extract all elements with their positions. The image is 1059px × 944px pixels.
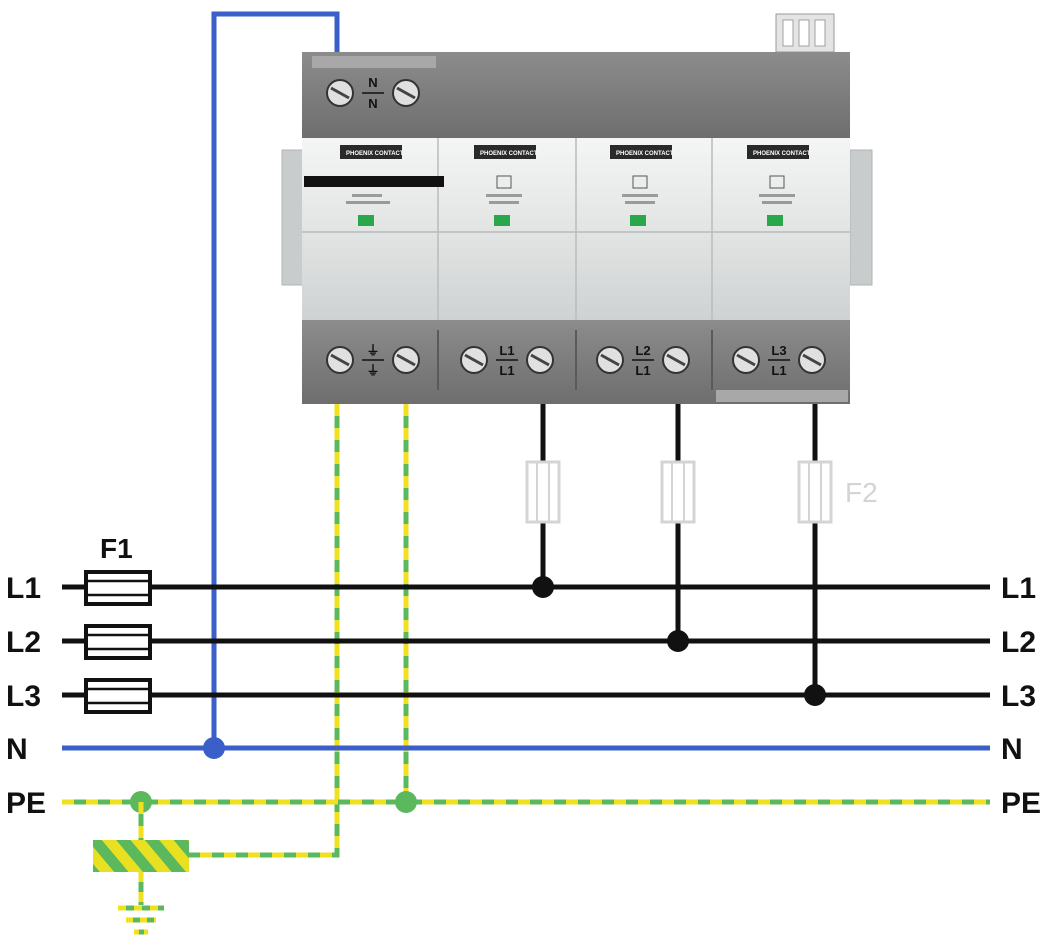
rail-label-left-l3: L3 — [6, 680, 41, 713]
terminal-label-top: L2 — [635, 343, 650, 358]
brand-logo — [474, 145, 536, 159]
terminal-l1[interactable]: L1 L1 — [460, 343, 554, 378]
terminal-label-bottom: L1 — [499, 363, 514, 378]
din-clip-right — [849, 149, 873, 286]
rail-label-left-l1: L1 — [6, 572, 41, 605]
rail-label-right-pe: PE — [1001, 787, 1041, 820]
terminal-label-bottom: ⏚ — [366, 363, 379, 378]
terminal-label-top: ⏚ — [366, 343, 379, 358]
rail-label-right-l3: L3 — [1001, 680, 1036, 713]
remote-signal-connector — [775, 13, 835, 53]
status-indicator — [630, 215, 646, 226]
din-clip-left — [281, 149, 305, 286]
terminal-label-bottom: L1 — [635, 363, 650, 378]
terminal-pe[interactable]: ⏚ ⏚ — [326, 343, 420, 378]
svg-text:PHOENIX CONTACT: PHOENIX CONTACT — [616, 151, 674, 157]
rail-label-right-l1: L1 — [1001, 572, 1036, 605]
rail-label-right-l2: L2 — [1001, 626, 1036, 659]
fuse-f2-label: F2 — [845, 477, 878, 508]
equipotential-bonding-bar — [93, 840, 189, 872]
fuse-f1-l1 — [84, 570, 152, 606]
terminal-label-top: N — [368, 75, 377, 90]
fuse-f1-label: F1 — [100, 533, 133, 564]
status-indicator — [767, 215, 783, 226]
pe-wire-1 — [188, 404, 340, 858]
terminal-label-top: L1 — [499, 343, 514, 358]
terminal-l2[interactable]: L2 L1 — [596, 343, 690, 378]
rail-label-right-n: N — [1001, 733, 1023, 766]
rail-label-left-pe: PE — [6, 787, 46, 820]
svg-text:PHOENIX CONTACT: PHOENIX CONTACT — [346, 151, 404, 157]
neutral-wire — [211, 11, 340, 748]
junction-l3 — [804, 684, 826, 706]
ground-icon — [118, 905, 164, 935]
rail-label-left-l2: L2 — [6, 626, 41, 659]
terminal-label-top: L3 — [771, 343, 786, 358]
fuse-f2-l3 — [797, 460, 833, 524]
brand-logo — [340, 145, 402, 159]
device-top-label-strip — [312, 56, 436, 68]
module-n-pe: PHOENIX CONTACT — [304, 145, 444, 226]
device-bottom-label-strip — [716, 390, 848, 402]
terminal-n[interactable]: N N — [326, 75, 420, 111]
module-l3: PHOENIX CONTACT — [747, 145, 811, 226]
rail-label-left-n: N — [6, 733, 28, 766]
module-l2: PHOENIX CONTACT — [610, 145, 674, 226]
fuse-f2-l1 — [525, 460, 561, 524]
terminal-label-bottom: N — [368, 96, 377, 111]
fuse-f2-l2 — [660, 460, 696, 524]
status-indicator — [494, 215, 510, 226]
svg-text:PHOENIX CONTACT: PHOENIX CONTACT — [480, 151, 538, 157]
status-indicator — [358, 215, 374, 226]
fuse-f1-l3 — [84, 678, 152, 714]
fuse-f1-l2 — [84, 624, 152, 660]
junction-pe-right — [395, 791, 417, 813]
svg-text:PHOENIX CONTACT: PHOENIX CONTACT — [753, 151, 811, 157]
brand-logo — [610, 145, 672, 159]
terminal-l3[interactable]: L3 L1 — [732, 343, 826, 378]
surge-protector-device: PHOENIX CONTACT PHOENIX CONTACT PHOENIX … — [281, 13, 873, 404]
junction-n — [203, 737, 225, 759]
terminal-label-bottom: L1 — [771, 363, 786, 378]
junction-l1 — [532, 576, 554, 598]
module-l1: PHOENIX CONTACT — [474, 145, 538, 226]
junction-l2 — [667, 630, 689, 652]
brand-logo — [747, 145, 809, 159]
